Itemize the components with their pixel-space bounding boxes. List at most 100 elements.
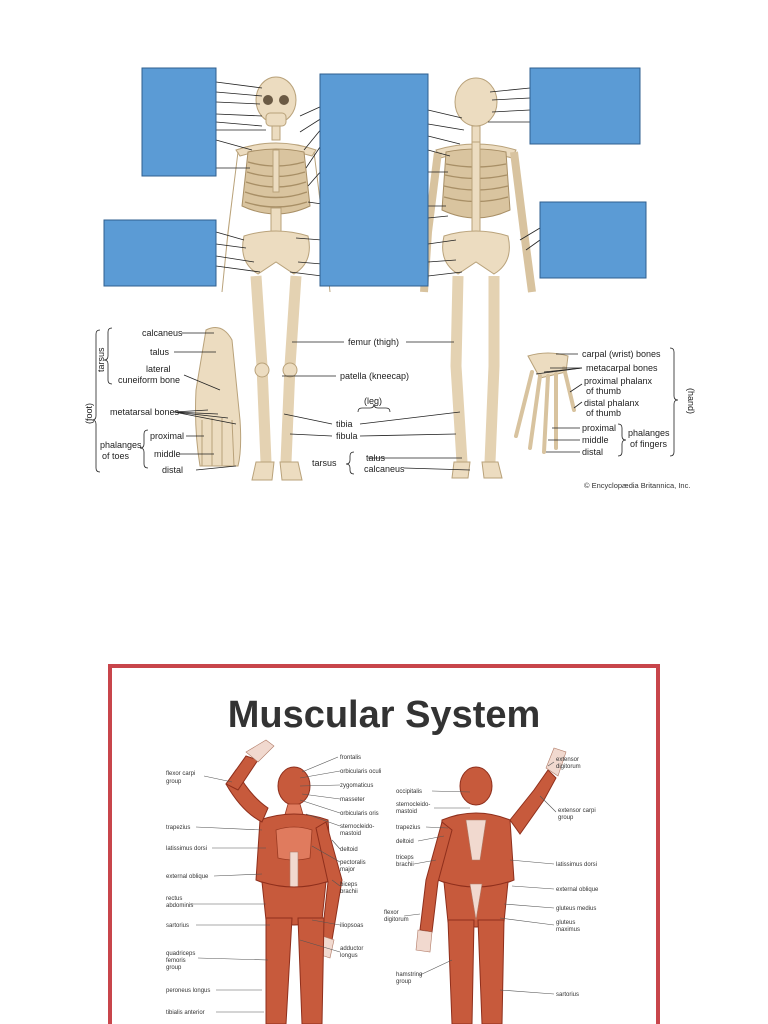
mlabel-sartorius-back: sartorius — [556, 992, 579, 998]
mlabel-occipitalis: occipitalis — [396, 789, 422, 795]
muscle-leader-lines — [190, 756, 557, 1013]
back-right-thigh — [477, 919, 505, 1024]
label-box-pelvis-front[interactable] — [103, 219, 217, 287]
label-proximal-toes: proximal — [150, 431, 184, 441]
front-leader-lines — [215, 81, 323, 277]
back-skull — [454, 77, 498, 127]
front-jaw — [265, 112, 287, 127]
mlabel-extensor-carpi-group: group — [558, 815, 574, 821]
front-muscle-figure — [225, 739, 343, 1024]
label-box-center[interactable] — [319, 73, 429, 287]
mlabel-gluteus-medius: gluteus medius — [556, 906, 596, 912]
mlabel-external-oblique-back: external oblique — [556, 887, 599, 893]
back-hand-lower — [415, 929, 433, 953]
mlabel-quadriceps-group: group — [166, 965, 182, 971]
label-box-skull-back[interactable] — [529, 67, 641, 145]
label-talus-center: talus — [366, 453, 386, 463]
label-tibia: tibia — [336, 419, 353, 429]
mlabel-mastoid-back: mastoid — [396, 809, 417, 815]
mlabel-maximus: maximus — [556, 927, 580, 933]
label-box-skull-front[interactable] — [141, 67, 217, 177]
label-hand-side: (hand) — [686, 388, 696, 414]
front-foot-right — [279, 461, 303, 481]
back-leg-right — [484, 276, 500, 463]
label-cuneiform: cuneiform bone — [118, 375, 180, 385]
mlabel-sternocleido-front: sternocleido- — [340, 824, 374, 830]
toe-lines — [201, 418, 235, 467]
label-proximal-fingers: proximal — [582, 423, 616, 433]
mlabel-gluteus: gluteus — [556, 920, 575, 926]
mlabel-flexor-carpi-group: group — [166, 779, 182, 785]
skeleton-diagram: calcaneus talus lateral cuneiform bone m… — [78, 62, 698, 492]
mlabel-orbicularis-oris: orbicularis oris — [340, 811, 379, 817]
pectoralis — [275, 826, 313, 861]
label-fibula: fibula — [336, 431, 358, 441]
label-distal-fingers: distal — [582, 447, 603, 457]
label-metatarsal: metatarsal bones — [110, 407, 180, 417]
label-box-hand-back[interactable] — [539, 201, 647, 279]
label-tarsus-side: tarsus — [96, 347, 106, 372]
mlabel-rectus: rectus — [166, 896, 182, 902]
patella-left — [254, 362, 270, 378]
label-of-toes: of toes — [102, 451, 130, 461]
mlabel-biceps: biceps — [340, 882, 357, 888]
eye-socket-right — [279, 95, 289, 105]
front-left-labels: flexor carpi group trapezius latissimus … — [166, 771, 210, 1016]
label-lateral: lateral — [146, 364, 171, 374]
mlabel-mastoid-front: mastoid — [340, 831, 361, 837]
front-hand-raised — [245, 739, 275, 763]
mlabel-sternocleido-back: sternocleido- — [396, 802, 430, 808]
label-middle-fingers: middle — [582, 435, 609, 445]
back-leader-lines — [427, 87, 541, 277]
mlabel-masseter: masseter — [340, 797, 365, 803]
mlabel-major: major — [340, 867, 355, 873]
back-hand-raised — [545, 747, 567, 777]
back-right-labels: extensor digitorum extensor carpi group … — [556, 757, 599, 998]
label-calcaneus-center: calcaneus — [364, 464, 405, 474]
back-neck — [471, 125, 481, 143]
linea-alba — [289, 851, 299, 893]
front-right-thigh — [297, 917, 325, 1024]
front-foot-left — [251, 461, 275, 481]
mlabel-extensor: extensor — [556, 757, 579, 763]
back-left-thigh — [447, 919, 475, 1024]
front-neck — [271, 125, 281, 141]
mlabel-extensor-digitorum: digitorum — [556, 764, 581, 770]
back-spine-tendon — [465, 819, 487, 861]
back-muscle-figure — [415, 747, 567, 1024]
mlabel-tibialis: tibialis anterior — [166, 1010, 205, 1016]
muscular-poster: Muscular System — [108, 664, 660, 1024]
label-foot-side: (foot) — [84, 403, 94, 424]
label-prox-phalanx-thumb: of thumb — [586, 386, 621, 396]
mlabel-extensor-carpi: extensor carpi — [558, 808, 596, 814]
mlabel-sartorius-front: sartorius — [166, 923, 189, 929]
mlabel-frontalis: frontalis — [340, 755, 361, 761]
label-talus-foot: talus — [150, 347, 170, 357]
mlabel-trapezius-front: trapezius — [166, 825, 190, 831]
spine — [471, 141, 481, 243]
sternum — [272, 149, 280, 193]
foot-detail — [195, 327, 242, 467]
label-prox-phalanx: proximal phalanx — [584, 376, 653, 386]
mlabel-iliopsoas: iliopsoas — [340, 923, 363, 929]
mlabel-deltoid-back: deltoid — [396, 839, 414, 845]
mlabel-longus: longus — [340, 953, 358, 959]
back-raised-arm — [509, 769, 557, 835]
mlabel-brachii-front: brachii — [340, 889, 358, 895]
britannica-credit: © Encyclopædia Britannica, Inc. — [584, 481, 690, 490]
mlabel-trapezius-back: trapezius — [396, 825, 420, 831]
mlabel-external-oblique-front: external oblique — [166, 874, 209, 880]
back-arm-right — [510, 151, 536, 293]
back-head — [459, 766, 493, 806]
label-phalanges-fingers: phalanges — [628, 428, 670, 438]
finger-bones — [514, 366, 576, 454]
mlabel-quadriceps: quadriceps — [166, 951, 195, 957]
back-left-labels: occipitalis sternocleido- mastoid trapez… — [384, 789, 430, 985]
label-of-fingers: of fingers — [630, 439, 668, 449]
label-carpal: carpal (wrist) bones — [582, 349, 661, 359]
label-distal-phalanx: distal phalanx — [584, 398, 640, 408]
label-distal-toes: distal — [162, 465, 183, 475]
label-leg: (leg) — [364, 396, 382, 406]
label-middle-toes: middle — [154, 449, 181, 459]
mlabel-orbicularis-oculi: orbicularis oculi — [340, 769, 381, 775]
